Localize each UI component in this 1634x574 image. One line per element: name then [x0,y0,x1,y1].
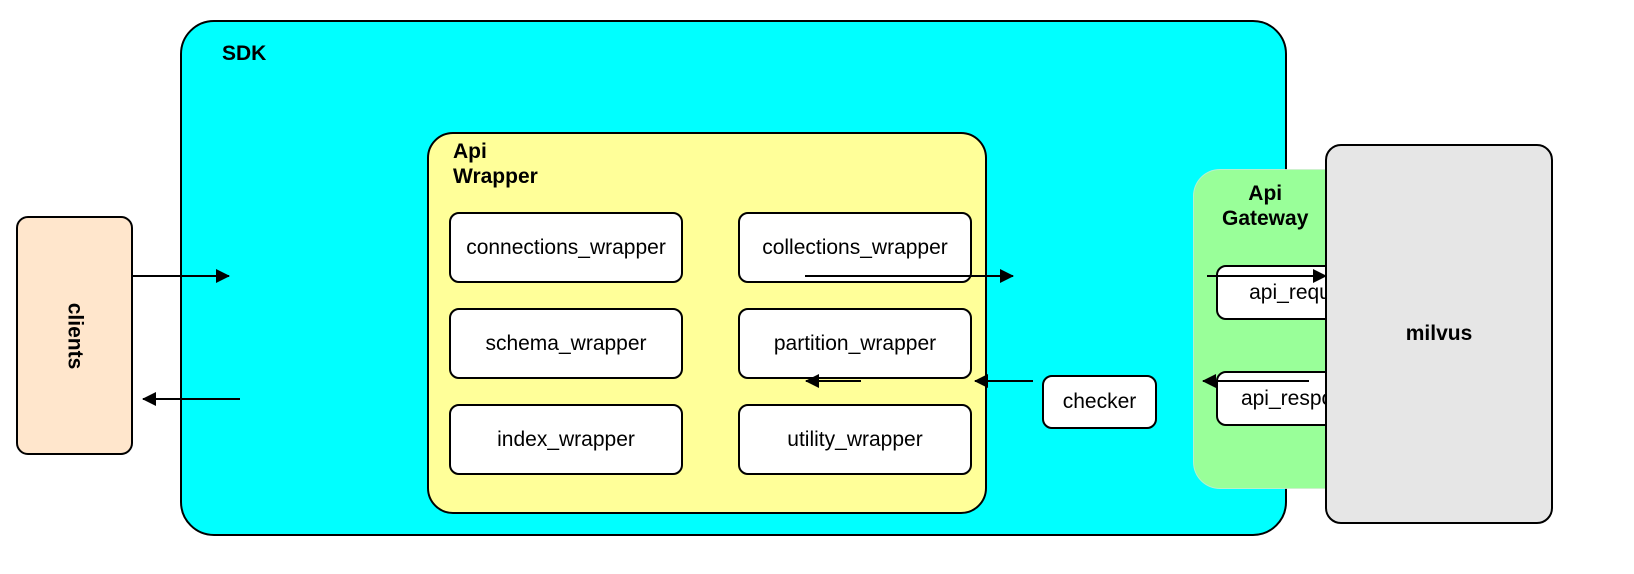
arrow-wrapper-to-clients [142,392,240,406]
node-connections-wrapper[interactable]: connections_wrapper [449,212,683,283]
api-wrapper-title: Api Wrapper [453,140,538,188]
milvus-box[interactable]: milvus [1325,144,1553,524]
arrow-wrapper-to-gateway [805,269,1014,283]
clients-box[interactable]: clients [16,216,133,455]
arrow-milvus-to-response [1202,374,1309,388]
api-gateway-title: Api Gateway [1222,182,1309,230]
node-partition-wrapper[interactable]: partition_wrapper [738,308,972,379]
arrow-request-to-milvus [1207,269,1327,283]
node-index-wrapper[interactable]: index_wrapper [449,404,683,475]
node-schema-wrapper[interactable]: schema_wrapper [449,308,683,379]
node-utility-wrapper[interactable]: utility_wrapper [738,404,972,475]
arrow-clients-to-wrapper [133,269,230,283]
clients-label: clients [63,302,87,369]
milvus-label: milvus [1405,322,1473,345]
sdk-title: SDK [222,42,267,65]
api-wrapper-container[interactable]: Api Wrapper connections_wrapper collecti… [427,132,987,514]
node-checker[interactable]: checker [1042,375,1157,429]
sdk-container[interactable]: SDK Api Wrapper connections_wrapper coll… [180,20,1420,536]
arrow-checker-to-wrapper [805,374,861,388]
node-collections-wrapper[interactable]: collections_wrapper [738,212,972,283]
arrow-response-to-checker [974,374,1033,388]
